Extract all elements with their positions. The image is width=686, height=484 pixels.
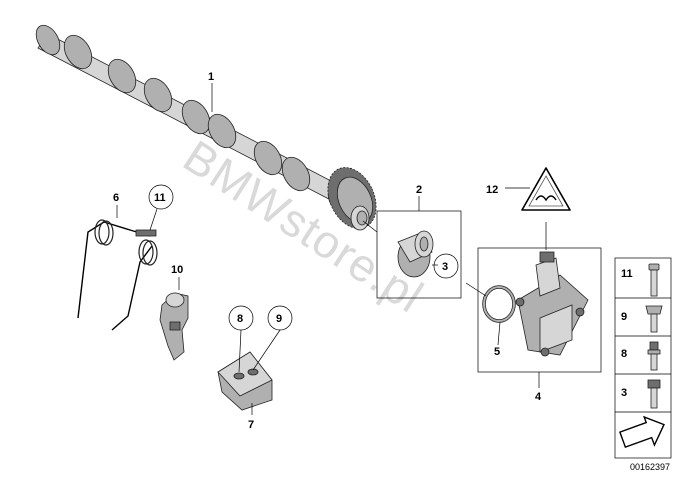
camshaft-icon <box>35 24 377 231</box>
callout-12-label: 12 <box>486 184 498 196</box>
callout-1-label: 1 <box>208 71 214 83</box>
callout-2-label: 2 <box>416 184 422 196</box>
part-4-box <box>477 247 602 373</box>
sensor-icon <box>515 251 589 357</box>
warning-triangle-icon <box>521 167 571 211</box>
callout-4-label: 4 <box>535 391 542 403</box>
bracket-icon <box>217 351 273 411</box>
o-ring-icon <box>482 285 516 323</box>
callout-5-label: 5 <box>494 346 500 358</box>
document-id: 00162397 <box>630 462 670 472</box>
callout-10-label: 10 <box>171 264 183 276</box>
legend-frame <box>614 257 672 459</box>
bolt-icon <box>647 379 661 409</box>
rocker-icon <box>159 292 189 361</box>
bolt-icon <box>648 263 660 297</box>
callout-11-circle <box>148 184 174 210</box>
legend-item-11-label: 11 <box>621 268 633 280</box>
callout-6-label: 6 <box>113 192 119 204</box>
legend-item-9-label: 9 <box>621 311 627 323</box>
legend-item-3-label: 3 <box>621 387 627 399</box>
watermark-text: BMWstore.pl <box>175 130 433 323</box>
bolt-icon <box>645 305 663 333</box>
callout-11-label: 11 <box>154 192 166 204</box>
bolt-icon <box>647 341 661 371</box>
callout-3-label: 3 <box>442 261 448 273</box>
callout-8-label: 8 <box>237 313 243 325</box>
callout-9-label: 9 <box>276 313 282 325</box>
callout-3-circle <box>433 253 459 279</box>
legend-item-8-label: 8 <box>621 348 627 360</box>
spring-icon <box>77 219 158 331</box>
fastener-legend: 11 9 8 3 <box>614 257 672 459</box>
bushing-icon <box>397 230 434 278</box>
callout-7-label: 7 <box>248 419 254 431</box>
arrow-icon <box>619 415 665 449</box>
